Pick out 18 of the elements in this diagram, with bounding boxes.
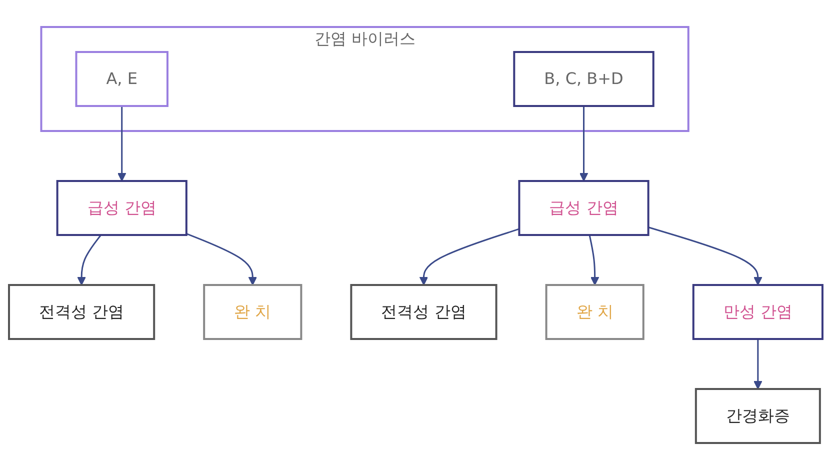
node-box: 만성 간염 [692,284,824,340]
node-box: 급성 간염 [56,180,188,236]
arrow [77,234,102,286]
node-box: 완 치 [203,284,302,340]
node-box: 급성 간염 [518,180,650,236]
node-box: 전격성 간염 [350,284,498,340]
arrow [186,232,258,286]
arrow [648,226,763,286]
node-box: 완 치 [546,284,645,340]
arrow [580,106,588,182]
node-box: B, C, B+D [513,51,655,107]
arrow [754,339,763,390]
node-box: 전격성 간염 [8,284,156,340]
node-box: 간경화증 [695,388,822,444]
arrow [118,106,127,182]
node-box: A, E [76,51,169,107]
arrow [420,228,520,286]
arrow [589,234,600,286]
